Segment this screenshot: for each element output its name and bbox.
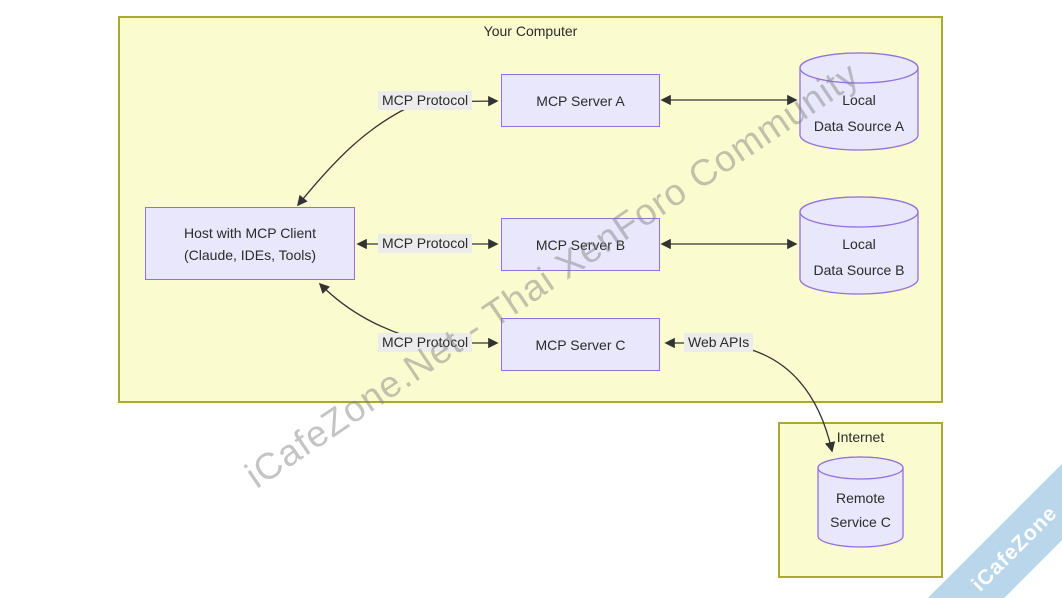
internet-container: Internet: [778, 422, 943, 578]
local-data-source-a-label: Local Data Source A: [813, 92, 905, 134]
your-computer-title: Your Computer: [483, 23, 578, 39]
mcp-server-b-box: MCP Server B: [501, 218, 660, 271]
host-box-label: Host with MCP Client (Claude, IDEs, Tool…: [183, 224, 316, 263]
mcp-server-b-label: MCP Server B: [535, 236, 626, 253]
mcp-server-c-box: MCP Server C: [501, 318, 660, 371]
arrow-host-to-server-a: [297, 95, 499, 207]
host-box: Host with MCP Client (Claude, IDEs, Tool…: [145, 207, 355, 280]
remote-service-c-label: Remote Service C: [830, 490, 891, 530]
mcp-protocol-label-c: MCP Protocol: [378, 333, 473, 352]
mcp-server-a-box: MCP Server A: [501, 74, 660, 127]
mcp-protocol-label-a: MCP Protocol: [378, 91, 473, 110]
local-data-source-b-cylinder: [799, 196, 919, 295]
local-data-source-a-cylinder: [799, 52, 919, 151]
mcp-server-c-label: MCP Server C: [535, 336, 626, 353]
mcp-protocol-label-b: MCP Protocol: [378, 234, 473, 253]
arrow-web-apis-to-remote-service: [751, 349, 836, 453]
local-data-source-b-label: Local Data Source B: [813, 236, 905, 278]
internet-title: Internet: [836, 429, 885, 445]
mcp-server-a-label: MCP Server A: [536, 92, 625, 109]
remote-service-c-cylinder: [817, 456, 904, 548]
web-apis-label: Web APIs: [684, 333, 754, 352]
